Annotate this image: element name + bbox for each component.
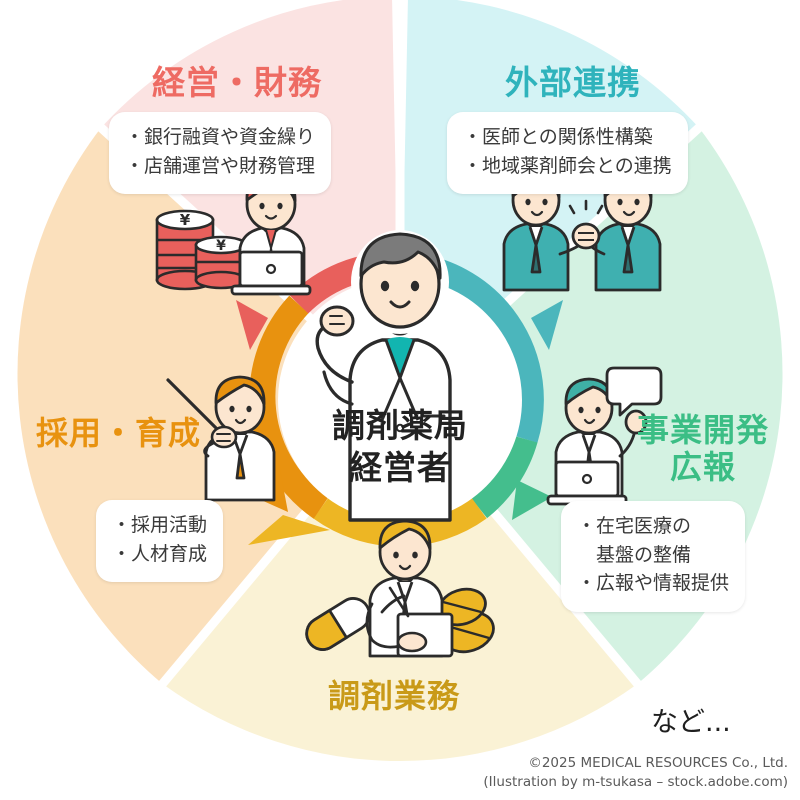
center-title: 調剤薬局 経営者 <box>0 405 800 489</box>
bullet: 基盤の整備 <box>577 543 692 566</box>
illustration-two-people-handshake <box>502 169 662 292</box>
chevron-business-development-pr <box>512 480 552 520</box>
center-title-line2: 経営者 <box>349 448 451 488</box>
segment-label-line1: 事業開発 <box>637 411 770 449</box>
segment-label-line2: 広報 <box>670 447 737 486</box>
segment-label-dispensing-work: 調剤業務 <box>328 677 461 715</box>
illustration-central-pharmacist <box>315 230 452 522</box>
illustration-pharmacist-with-clipboard-and-pills <box>305 519 495 658</box>
chevron-management-finance <box>236 300 268 350</box>
svg-text:¥: ¥ <box>216 238 226 254</box>
etc-note: など... <box>651 707 731 738</box>
svg-text:¥: ¥ <box>180 211 191 229</box>
ring-business-development-pr <box>470 435 538 519</box>
segment-bubble-recruiting-training: ・採用活動 ・人材育成 <box>96 500 224 583</box>
illustration-teacher-with-pointer <box>166 375 276 502</box>
segment-bubble-business-development-pr: ・在宅医療の 基盤の整備 ・広報や情報提供 <box>561 501 746 612</box>
credit-line1: ©2025 MEDICAL RESOURCES Co., Ltd. <box>528 755 788 771</box>
segment-label-recruiting-training: 採用・育成 <box>36 414 202 452</box>
bullet: ・人材育成 <box>112 542 208 565</box>
illustration-coins-and-person-at-laptop: ¥ ¥ <box>155 173 312 296</box>
bullet: ・銀行融資や資金繰り <box>125 126 316 148</box>
segment-bubble-external-cooperation: ・医師との関係性構築 ・地域薬剤師会との連携 <box>447 112 688 195</box>
segment-bubble-management-finance: ・銀行融資や資金繰り ・店舗運営や財務管理 <box>109 112 332 195</box>
segment-label-management-finance: 経営・財務 <box>152 63 322 102</box>
segment-label-business-development-pr: 事業開発 広報 <box>637 412 769 486</box>
bullet: ・地域薬剤師会との連携 <box>463 154 672 177</box>
chevron-external-cooperation <box>531 300 563 350</box>
bullet: ・広報や情報提供 <box>577 572 730 595</box>
credit-line2: (Ilustration by m-tsukasa – stock.adobe.… <box>483 774 788 790</box>
segment-label-external-cooperation: 外部連携 <box>505 63 641 102</box>
center-title-line1: 調剤薬局 <box>332 406 468 445</box>
bullet: ・採用活動 <box>112 514 208 536</box>
bullet: ・店舗運営や財務管理 <box>125 154 316 177</box>
bullet: ・医師との関係性構築 <box>463 126 653 148</box>
chevron-dispensing-work <box>248 515 330 545</box>
bullet: ・在宅医療の <box>577 515 692 537</box>
